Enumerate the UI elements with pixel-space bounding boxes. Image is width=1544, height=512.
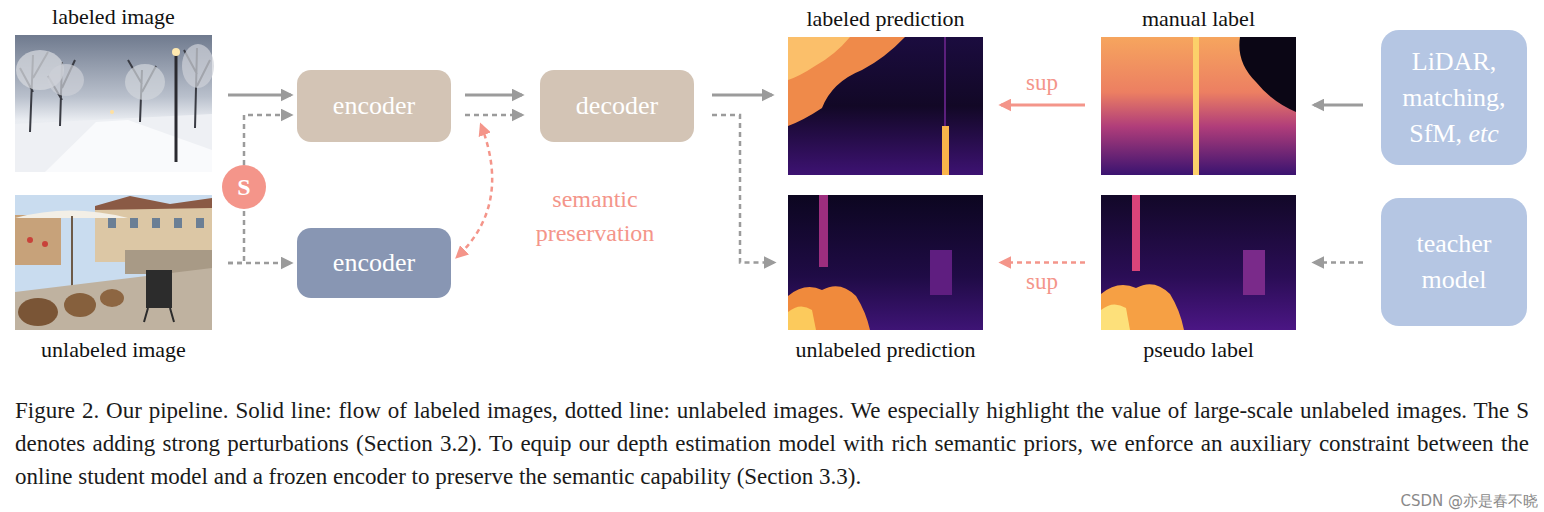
depth-chairs bbox=[1101, 284, 1184, 330]
photo-sign bbox=[146, 270, 172, 308]
input-photo: labeled image bbox=[15, 35, 212, 172]
italic-word: etc bbox=[1468, 119, 1498, 148]
depth-map: manual label bbox=[1101, 37, 1296, 175]
depth-pillar bbox=[819, 195, 828, 267]
dotted-arrow bbox=[1314, 261, 1363, 264]
photo-flowers bbox=[42, 241, 48, 247]
photo-flowers bbox=[27, 237, 33, 243]
solid-arrow bbox=[1001, 104, 1085, 107]
node-label: encoder bbox=[333, 248, 415, 278]
dotted-arrow bbox=[457, 125, 492, 257]
image-caption: labeled image bbox=[52, 4, 175, 30]
photo-path bbox=[45, 120, 212, 172]
depth-chairs bbox=[1101, 304, 1130, 330]
depth-near-region bbox=[788, 37, 850, 80]
image-caption: pseudo label bbox=[1143, 337, 1254, 363]
input-photo: unlabeled image bbox=[15, 195, 212, 330]
node-label: LiDAR, matching, SfM, etc bbox=[1391, 44, 1517, 152]
photo-snowy-crown bbox=[48, 64, 84, 96]
depth-map: labeled prediction bbox=[788, 37, 983, 175]
frozen-encoder-box: encoder bbox=[297, 228, 451, 298]
depth-map: unlabeled prediction bbox=[788, 195, 983, 330]
depth-map bbox=[1101, 195, 1296, 330]
depth-map bbox=[788, 37, 983, 175]
depth-empty-region bbox=[1239, 37, 1296, 112]
depth-pole bbox=[1193, 37, 1199, 175]
photo-sign-legs bbox=[144, 308, 174, 322]
decoder-box: decoder bbox=[540, 70, 694, 142]
depth-chairs bbox=[788, 306, 816, 330]
dotted-arrow bbox=[228, 209, 244, 263]
watermark: CSDN @亦是春不晓 bbox=[1400, 493, 1538, 510]
node-label: teacher model bbox=[1391, 226, 1517, 298]
photo-lamp-post bbox=[175, 52, 178, 162]
photo-ground bbox=[15, 114, 212, 172]
depth-pillar bbox=[1132, 195, 1140, 271]
solid-arrow bbox=[712, 94, 772, 97]
photo-chair bbox=[18, 298, 58, 326]
photo-windows bbox=[108, 218, 204, 228]
photo-chair bbox=[100, 289, 124, 307]
dotted-arrow bbox=[712, 115, 774, 263]
photo-sky bbox=[15, 35, 212, 172]
photo-sky bbox=[15, 195, 212, 330]
photo-far-light bbox=[110, 110, 114, 114]
edge-label: sup bbox=[1023, 68, 1061, 98]
dotted-arrow bbox=[244, 115, 291, 165]
dotted-arrow bbox=[228, 262, 291, 265]
figure-caption: Figure 2. Our pipeline. Solid line: flow… bbox=[15, 394, 1529, 493]
student-encoder-box: encoder bbox=[297, 70, 451, 142]
street-photo bbox=[15, 195, 212, 330]
depth-unlabeled-prediction bbox=[788, 195, 983, 330]
depth-pole bbox=[942, 126, 949, 175]
photo-chair bbox=[64, 293, 96, 317]
photo-snowy-crown bbox=[125, 64, 165, 100]
depth-map bbox=[788, 195, 983, 330]
edge-label: sup bbox=[1023, 267, 1061, 297]
dotted-arrow bbox=[465, 114, 522, 117]
image-caption: unlabeled prediction bbox=[795, 337, 975, 363]
edge-label: semantic preservation bbox=[516, 182, 674, 250]
depth-pseudo-label bbox=[1101, 195, 1296, 330]
perturbation-circle: S bbox=[222, 165, 266, 209]
photo-left-house bbox=[15, 215, 61, 265]
image-caption: unlabeled image bbox=[41, 337, 186, 363]
node-label: decoder bbox=[576, 91, 658, 121]
depth-chairs bbox=[788, 286, 870, 330]
dotted-arrow bbox=[1001, 261, 1085, 264]
photo-roof bbox=[95, 196, 212, 210]
image-caption: labeled prediction bbox=[806, 6, 964, 32]
image-caption: manual label bbox=[1142, 6, 1255, 32]
solid-arrow bbox=[465, 94, 522, 97]
teacher-box: teacher model bbox=[1381, 198, 1527, 326]
label-source-box: LiDAR, matching, SfM, etc bbox=[1381, 30, 1527, 165]
snow-photo bbox=[15, 35, 214, 172]
depth-sign bbox=[1243, 250, 1265, 295]
depth-map: pseudo label bbox=[1101, 195, 1296, 330]
photo-snowy-crown bbox=[182, 44, 214, 88]
solid-arrow bbox=[228, 94, 291, 97]
depth-pole bbox=[944, 37, 946, 126]
photo-lamp-light bbox=[172, 48, 180, 56]
solid-arrow bbox=[1314, 104, 1363, 107]
depth-labeled-prediction bbox=[788, 37, 983, 175]
node-label: encoder bbox=[333, 91, 415, 121]
depth-manual-label bbox=[1101, 37, 1296, 175]
photo-cobblestone bbox=[15, 268, 212, 330]
depth-map bbox=[1101, 37, 1296, 175]
node-label: S bbox=[237, 174, 250, 200]
depth-near-region bbox=[788, 37, 905, 126]
depth-sign bbox=[930, 250, 952, 295]
